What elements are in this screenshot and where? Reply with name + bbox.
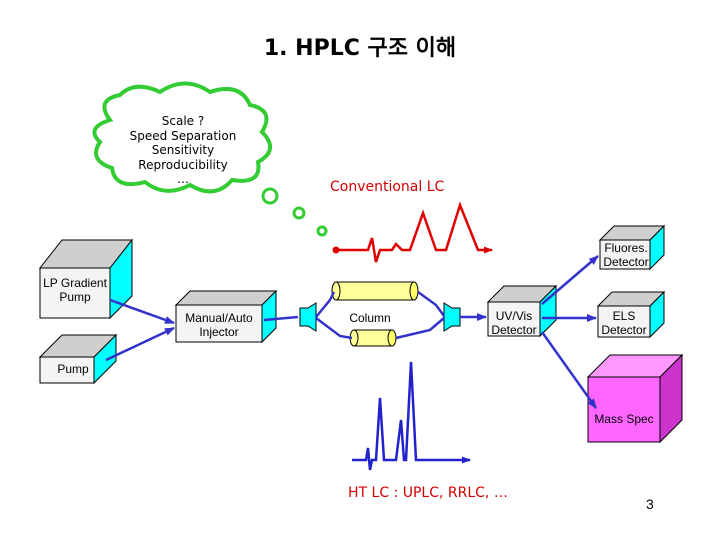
- cloud-line-speed: Speed Separation: [129, 128, 237, 143]
- mass-spec-box: [586, 353, 684, 444]
- column-short: [349, 329, 397, 347]
- ht-chromatogram: [352, 361, 471, 471]
- fluores-detector-line1: Fluores.: [604, 241, 648, 255]
- pump-box: [38, 333, 118, 385]
- fluores-detector-box: [598, 224, 666, 271]
- mass-spec-label: Mass Spec: [594, 412, 654, 426]
- inlet-fitting: [299, 302, 317, 332]
- fluores-detector-label: Fluores. Detector: [598, 241, 654, 269]
- els-detector-box: [596, 290, 666, 339]
- lp-gradient-pump-line2: Pump: [59, 290, 91, 304]
- els-detector-line1: ELS: [612, 309, 636, 323]
- thought-cloud: [92, 81, 328, 237]
- lp-gradient-pump-box: [38, 238, 134, 320]
- cloud-text: Scale ? Speed Separation Sensitivity Rep…: [118, 114, 248, 187]
- uv-detector-box: [486, 284, 558, 338]
- cloud-line-ellipsis: …: [177, 172, 189, 186]
- fluores-detector-line2: Detector: [603, 255, 649, 269]
- column-conventional: [331, 281, 419, 301]
- ht-lc-label: HT LC : UPLC, RRLC, …: [348, 485, 508, 501]
- page-number: 3: [646, 496, 654, 512]
- injector-label: Manual/Auto Injector: [176, 311, 262, 339]
- els-detector-label: ELS Detector: [596, 309, 652, 337]
- lp-gradient-pump-line1: LP Gradient: [43, 276, 107, 290]
- cloud-line-scale: Scale ?: [161, 114, 205, 128]
- pump-label: Pump: [57, 362, 89, 376]
- conventional-chromatogram: [332, 201, 493, 263]
- slide-title: 1. HPLC 구조 이해: [263, 36, 457, 61]
- column-label: Column: [349, 311, 391, 325]
- injector-line1: Manual/Auto: [185, 311, 253, 325]
- uv-detector-line1: UV/Vis: [495, 309, 533, 323]
- injector-line2: Injector: [199, 325, 239, 339]
- cloud-line-sensitivity: Sensitivity: [151, 143, 215, 157]
- outlet-fitting: [443, 302, 461, 332]
- els-detector-line2: Detector: [601, 323, 647, 337]
- cloud-line-reproducibility: Reproducibility: [138, 157, 228, 172]
- injector-box: [174, 289, 278, 344]
- uv-detector-line2: Detector: [491, 323, 537, 337]
- conventional-lc-label: Conventional LC: [330, 179, 445, 195]
- uv-detector-label: UV/Vis Detector: [486, 309, 542, 337]
- flow-arrows: [105, 255, 599, 409]
- lp-gradient-pump-label: LP Gradient Pump: [38, 276, 112, 304]
